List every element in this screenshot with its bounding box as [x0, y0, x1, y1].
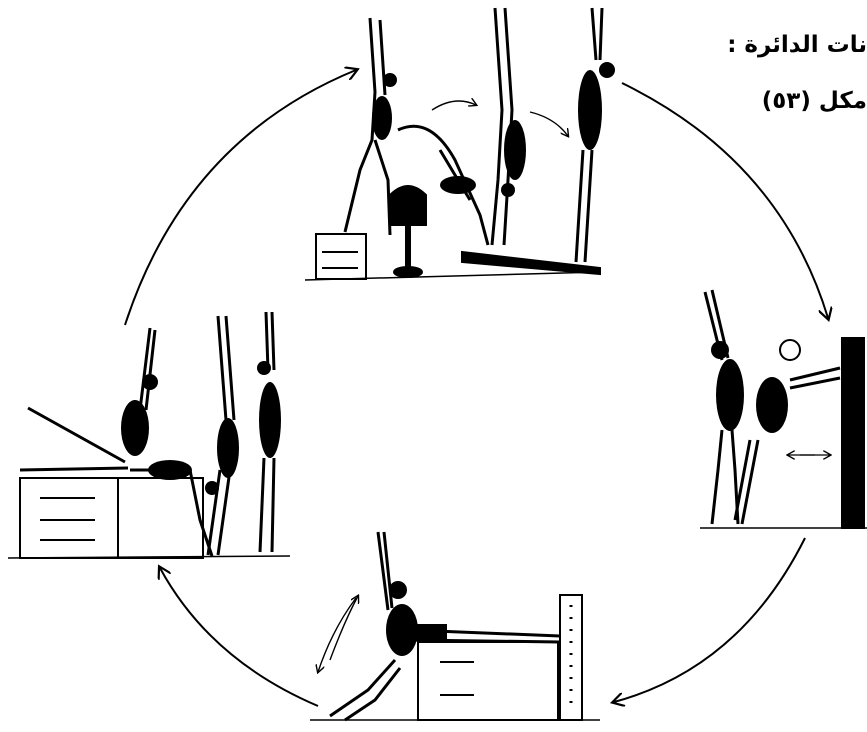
arrow-top-to-right [622, 83, 828, 318]
station-bottom [310, 532, 600, 720]
wall-bars [842, 338, 864, 528]
station-right [700, 290, 867, 528]
springboard [462, 252, 600, 274]
vault-box-left [20, 478, 118, 558]
arrow-bottom-to-left [160, 568, 318, 706]
arrow-left-to-top [125, 70, 356, 325]
caption-figure-number: مكل (٥٣) [762, 86, 867, 116]
caption-title: نات الدائرة : [727, 30, 867, 60]
arrow-right-to-bottom [614, 538, 805, 702]
gymnast-right-2 [735, 368, 840, 524]
vault-box-bottom [418, 642, 558, 720]
station-left [8, 312, 290, 558]
station-top [305, 8, 615, 280]
vault-box-top [316, 234, 366, 279]
pommel-horse [390, 186, 426, 225]
